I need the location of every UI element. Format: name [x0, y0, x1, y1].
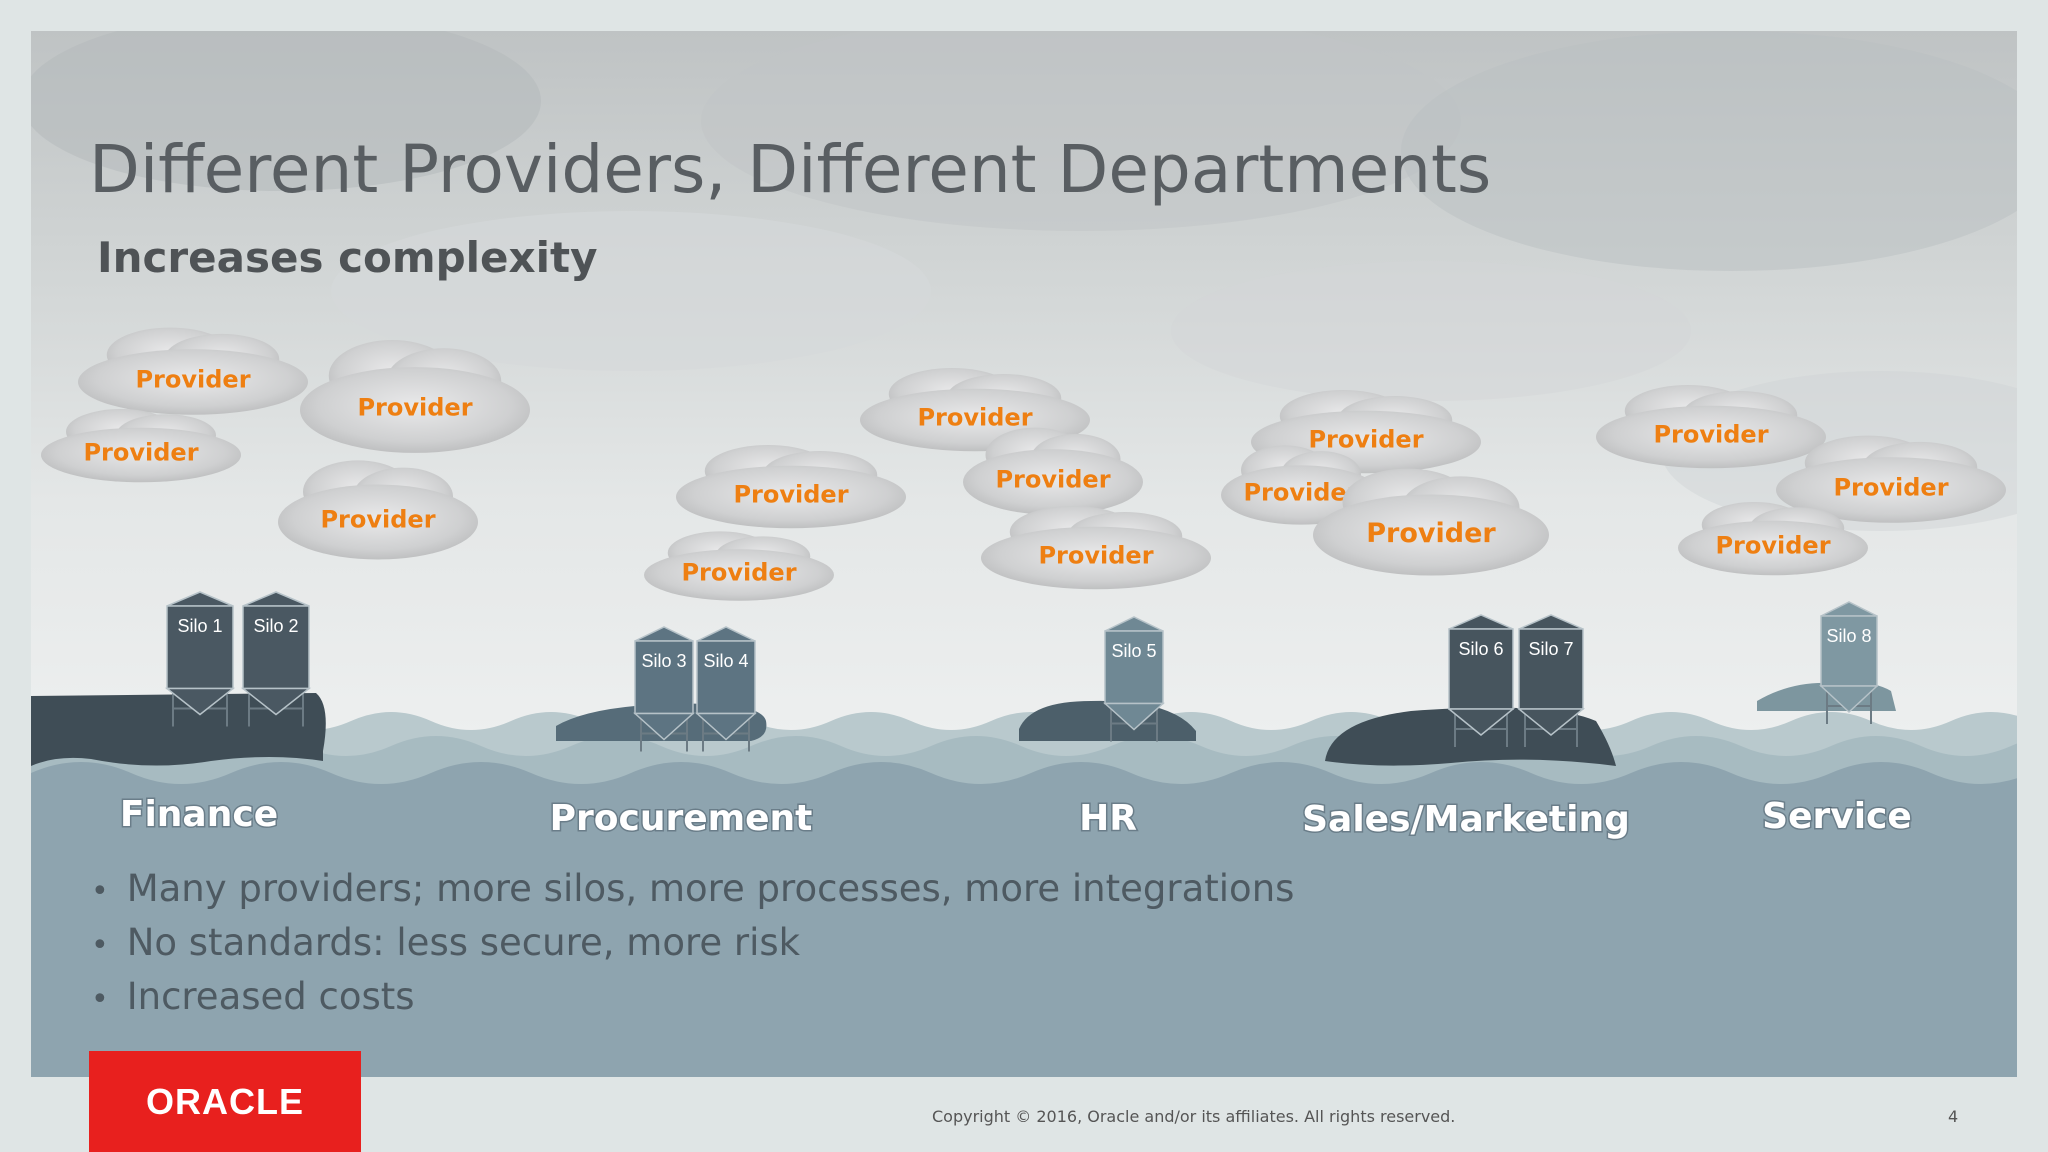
department-label: Sales/Marketing	[1302, 799, 1630, 840]
provider-label: Provider	[917, 404, 1032, 432]
provider-cloud: Provider	[676, 445, 906, 528]
provider-label: Provider	[135, 366, 250, 394]
silo-label: Silo 4	[703, 651, 748, 671]
bullet-item: Many providers; more silos, more process…	[91, 863, 1294, 917]
provider-cloud: Provider	[300, 340, 530, 453]
bullet-item: Increased costs	[91, 971, 1294, 1025]
provider-label: Provider	[1833, 474, 1948, 502]
provider-label: Provider	[1653, 421, 1768, 449]
silo-label: Silo 3	[641, 651, 686, 671]
silo: Silo 8	[1821, 602, 1877, 724]
provider-label: Provider	[1038, 542, 1153, 570]
provider-cloud: Provider	[41, 409, 241, 482]
silo-label: Silo 5	[1111, 641, 1156, 661]
silo-label: Silo 7	[1528, 639, 1573, 659]
provider-cloud: Provider	[1596, 385, 1826, 468]
provider-label: Provider	[83, 439, 198, 467]
provider-label: Provider	[681, 559, 796, 587]
silo: Silo 3	[635, 627, 693, 752]
provider-cloud: Provider	[78, 328, 308, 415]
silo-label: Silo 8	[1826, 626, 1871, 646]
silo-label: Silo 1	[177, 616, 222, 636]
silo-label: Silo 2	[253, 616, 298, 636]
provider-cloud: Provider	[644, 531, 834, 600]
provider-label: Provider	[995, 466, 1110, 494]
provider-label: Provider	[1308, 426, 1423, 454]
provider-cloud: Provider	[278, 460, 478, 559]
department-label: Procurement	[550, 798, 813, 839]
silo: Silo 5	[1105, 617, 1163, 742]
provider-label: Provider	[357, 394, 472, 422]
provider-label: Provider	[1243, 479, 1358, 507]
department-label: Service	[1762, 796, 1912, 837]
oracle-logo: ORACLE	[89, 1051, 361, 1152]
provider-label: Provider	[1366, 518, 1496, 549]
department-label: HR	[1079, 798, 1137, 839]
provider-label: Provider	[320, 506, 435, 534]
copyright-notice: Copyright © 2016, Oracle and/or its affi…	[932, 1107, 1455, 1126]
oracle-logo-text: ORACLE	[146, 1081, 304, 1123]
provider-label: Provider	[1715, 532, 1830, 560]
slide: Different Providers, Different Departmen…	[31, 31, 2017, 1077]
provider-cloud: Provider	[981, 506, 1211, 589]
page-number: 4	[1948, 1107, 1958, 1126]
bullet-list: Many providers; more silos, more process…	[91, 863, 1294, 1025]
bullet-item: No standards: less secure, more risk	[91, 917, 1294, 971]
provider-label: Provider	[733, 481, 848, 509]
silo-label: Silo 6	[1458, 639, 1503, 659]
silo: Silo 4	[697, 627, 755, 752]
department-label: Finance	[120, 794, 278, 835]
hr-island	[1019, 701, 1196, 741]
